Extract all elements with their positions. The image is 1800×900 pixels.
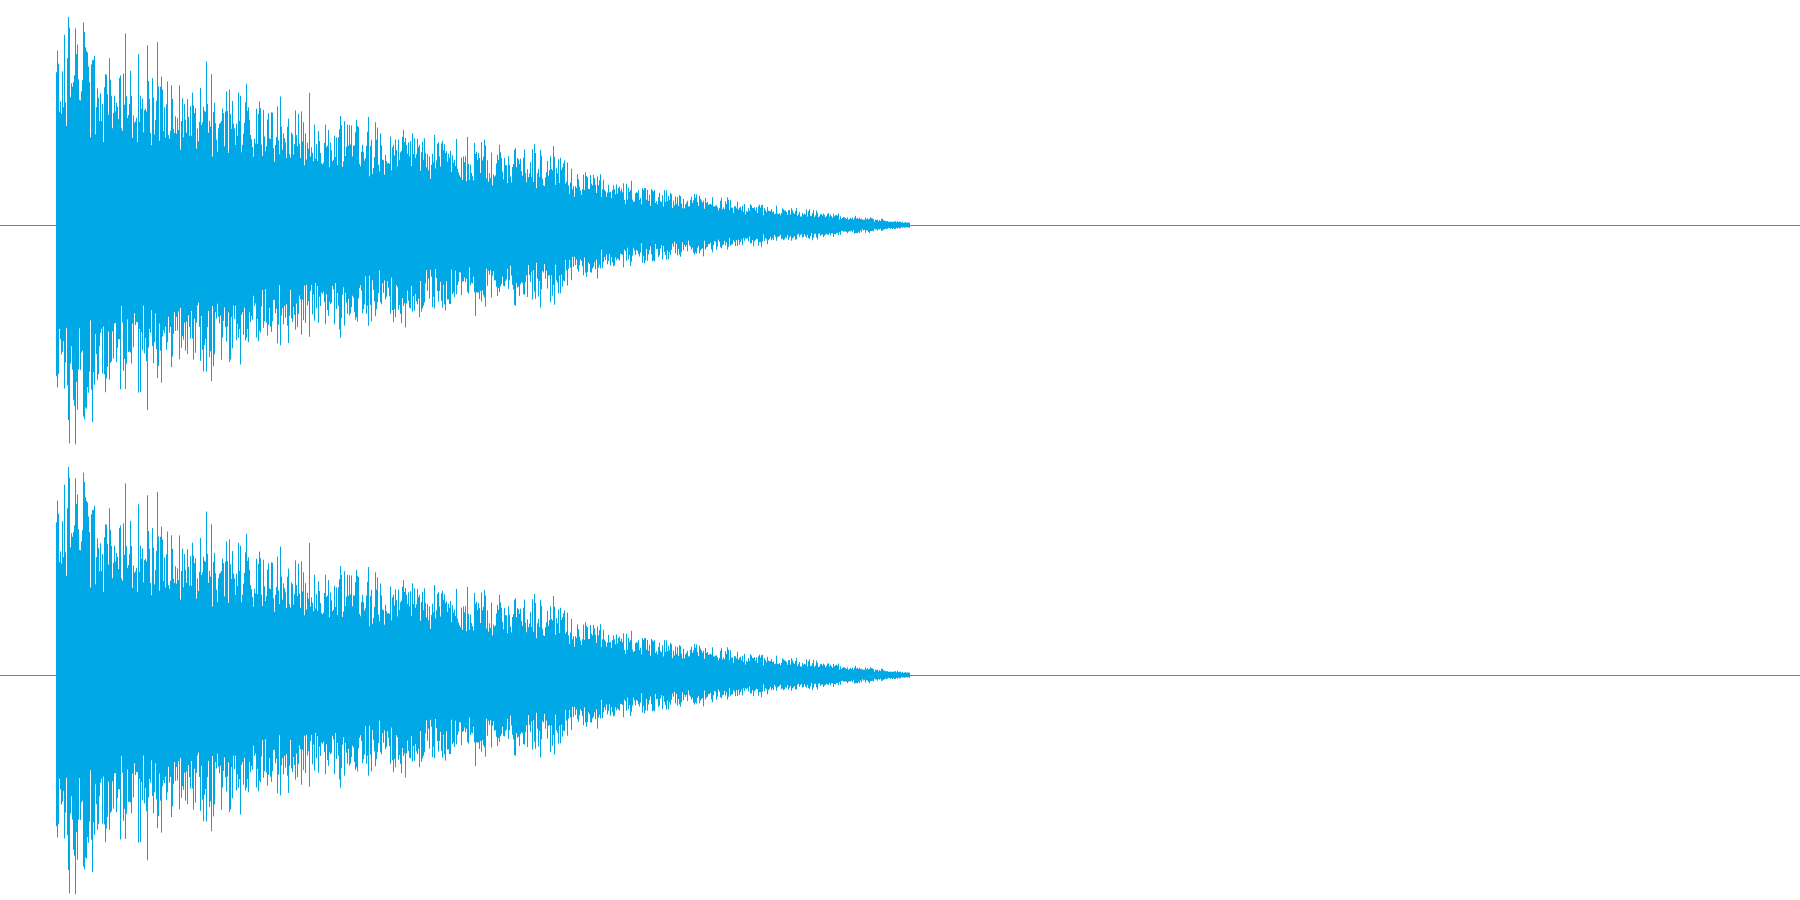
channel-2-waveform	[56, 466, 910, 895]
channel-1-track[interactable]	[0, 16, 1800, 445]
channel-2-track[interactable]	[0, 466, 1800, 895]
channel-1-waveform	[56, 16, 910, 445]
